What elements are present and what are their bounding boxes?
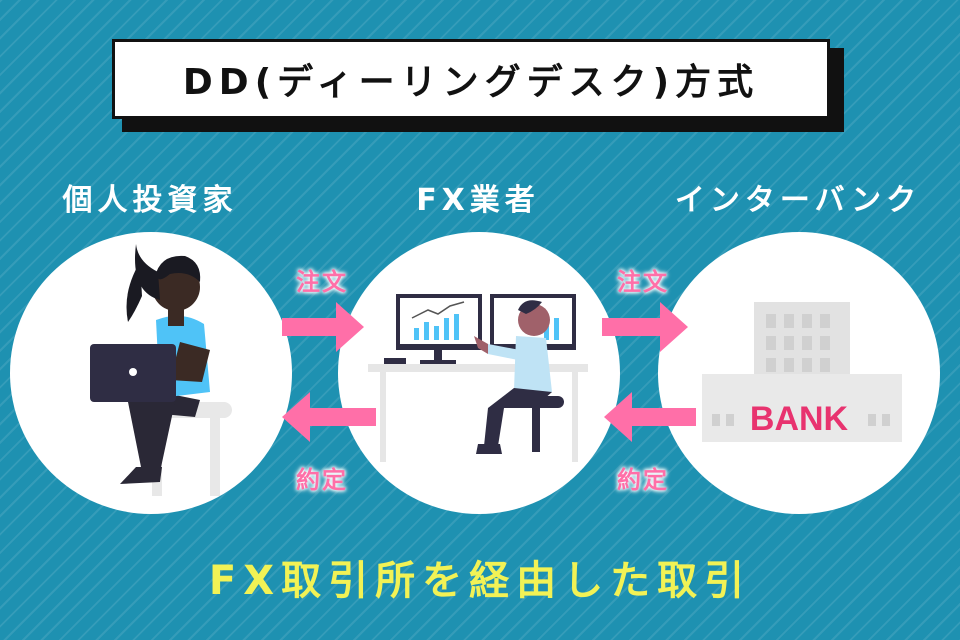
investor-label: 個人投資家 [62,183,238,218]
execution-label-left: 約定 [296,466,348,494]
broker-circle [338,232,620,514]
order-arrow-left [282,302,364,352]
order-label-left: 注文 [296,268,348,296]
interbank-label: インターバンク [674,183,922,218]
order-label-right: 注文 [617,268,669,296]
investor-illustration [90,244,232,496]
broker-illustration [368,294,588,462]
execution-arrow-left [282,392,376,442]
execution-label-right: 約定 [617,466,669,494]
interbank-circle [658,232,940,514]
bank-label: BANK [749,400,849,438]
execution-arrow-right [604,392,696,442]
bank-building-illustration [702,302,902,442]
investor-circle [10,232,292,514]
broker-label: FX業者 [416,183,540,218]
order-arrow-right [602,302,688,352]
footer-caption: FX取引所を経由した取引 [208,558,752,604]
page-title: DD(ディーリングデスク)方式 [112,39,830,119]
